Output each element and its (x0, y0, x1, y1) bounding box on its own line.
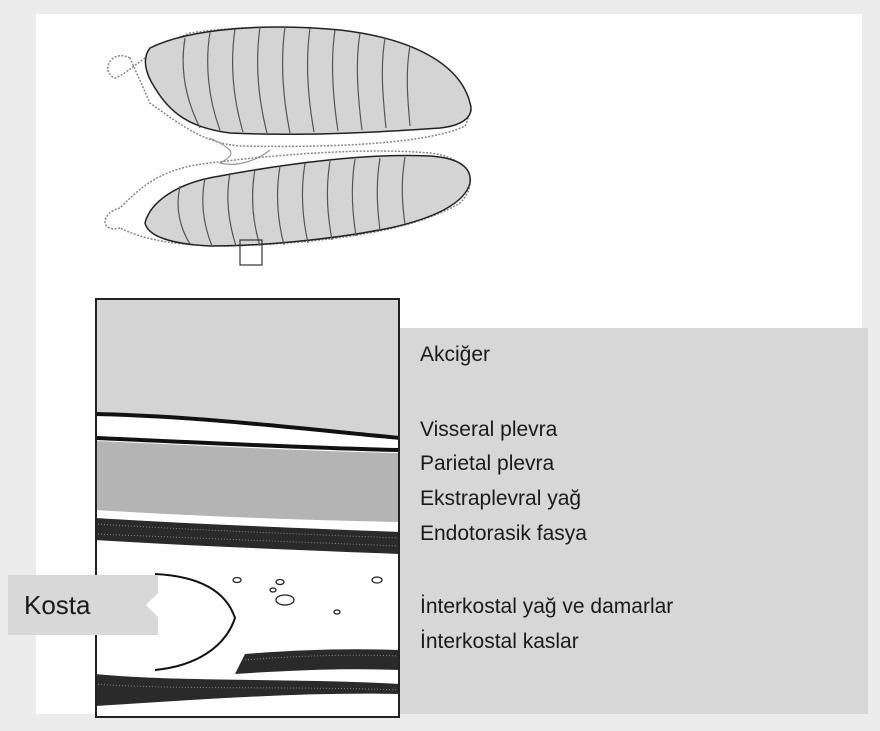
rib-label: Kosta (24, 590, 91, 621)
lungs-overview-illustration (90, 18, 490, 268)
legend-panel (400, 328, 868, 714)
legend-intercostal-fat-vessels: İnterkostal yağ ve damarlar (420, 595, 673, 619)
pleura-layers-illustration (95, 298, 400, 718)
legend-parietal-pleura: Parietal plevra (420, 452, 554, 476)
legend-lung: Akciğer (420, 343, 490, 367)
lower-lung (145, 155, 470, 246)
legend-endothoracic-fascia: Endotorasik fasya (420, 522, 587, 546)
legend-visceral-pleura: Visseral plevra (420, 418, 557, 442)
extrapleural-fat-layer (95, 441, 400, 522)
legend-extrapleural-fat: Ekstraplevral yağ (420, 487, 581, 511)
legend-intercostal-muscles: İnterkostal kaslar (420, 630, 579, 654)
